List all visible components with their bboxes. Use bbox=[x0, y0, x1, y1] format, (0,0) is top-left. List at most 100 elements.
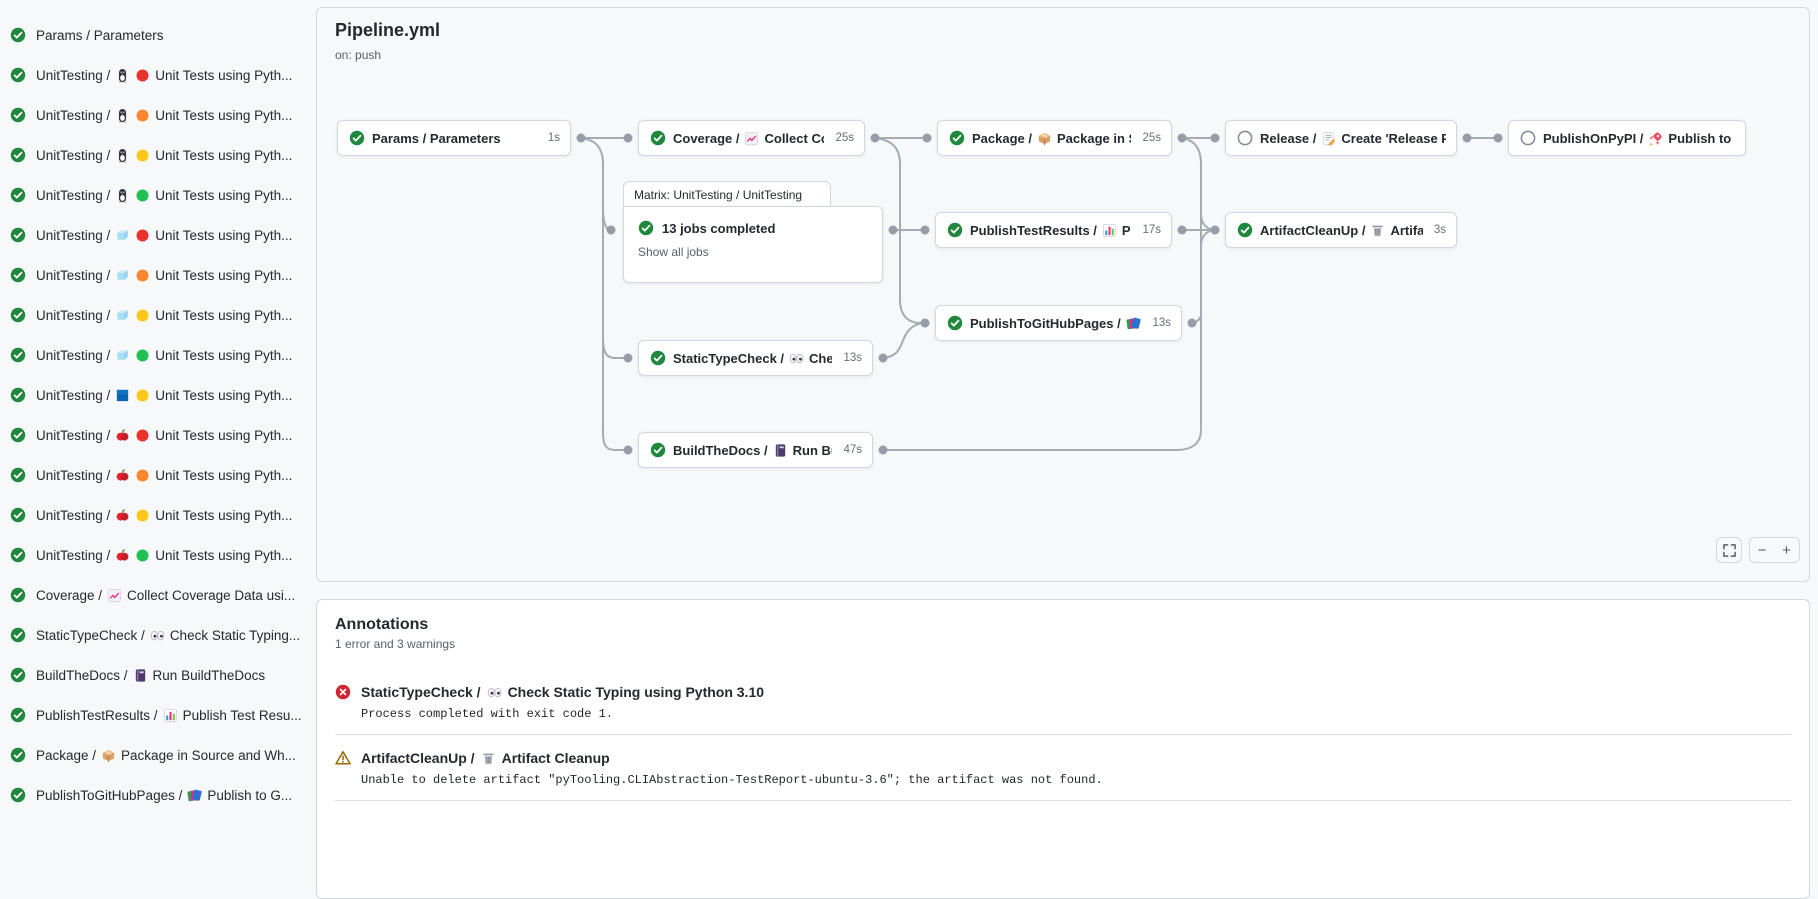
sidebar-job-item[interactable]: UnitTesting /Unit Tests using Pyth... bbox=[0, 375, 316, 415]
annotation-detail: Process completed with exit code 1. bbox=[361, 707, 1791, 721]
node-artifact-cleanup[interactable]: ArtifactCleanUp /Artifac...3s bbox=[1225, 212, 1457, 248]
sidebar-job-item[interactable]: UnitTesting /Unit Tests using Pyth... bbox=[0, 215, 316, 255]
sidebar-job-item[interactable]: Coverage /Collect Coverage Data usi... bbox=[0, 575, 316, 615]
node-duration: 25s bbox=[831, 132, 854, 144]
label-text: Collect Coverage Data usi... bbox=[127, 588, 295, 603]
node-static-type-check[interactable]: StaticTypeCheck /Chec...13s bbox=[638, 340, 873, 376]
success-icon bbox=[650, 442, 666, 458]
job-label: Package /Package in Source and Wh... bbox=[36, 748, 296, 763]
sidebar-job-item[interactable]: Package /Package in Source and Wh... bbox=[0, 735, 316, 775]
node-package[interactable]: Package /Package in So...25s bbox=[937, 120, 1172, 156]
job-label: UnitTesting /Unit Tests using Pyth... bbox=[36, 308, 292, 323]
label-text: Unit Tests using Pyth... bbox=[155, 388, 292, 403]
sidebar-job-item[interactable]: UnitTesting /Unit Tests using Pyth... bbox=[0, 415, 316, 455]
books-icon bbox=[187, 788, 202, 803]
sidebar-job-item[interactable]: UnitTesting /Unit Tests using Pyth... bbox=[0, 55, 316, 95]
label-text: PublishOnPyPI / bbox=[1543, 131, 1643, 146]
node-build-the-docs[interactable]: BuildTheDocs /Run Buil... 47s bbox=[638, 432, 873, 468]
matrix-group-node[interactable]: 13 jobs completed Show all jobs bbox=[623, 206, 883, 283]
label-text: Unit Tests using Pyth... bbox=[155, 308, 292, 323]
node-coverage[interactable]: Coverage /Collect Cove... 25s bbox=[638, 120, 865, 156]
node-release[interactable]: Release /Create 'Release P... bbox=[1225, 120, 1457, 156]
bar-chart-icon bbox=[1102, 223, 1117, 238]
label-text: Params / Parameters bbox=[36, 28, 164, 43]
sidebar-job-item[interactable]: BuildTheDocs /Run BuildTheDocs bbox=[0, 655, 316, 695]
chart-increasing-icon bbox=[107, 588, 122, 603]
label-text: Artifac... bbox=[1390, 223, 1422, 238]
graph-edges bbox=[317, 8, 1809, 581]
penguin-icon bbox=[115, 148, 130, 163]
sidebar-job-item[interactable]: UnitTesting /Unit Tests using Pyth... bbox=[0, 495, 316, 535]
label-text: Package in Source and Wh... bbox=[121, 748, 296, 763]
node-duration: 1s bbox=[544, 132, 560, 144]
node-params[interactable]: Params / Parameters 1s bbox=[337, 120, 571, 156]
sidebar-job-item[interactable]: UnitTesting /Unit Tests using Pyth... bbox=[0, 135, 316, 175]
job-label: UnitTesting /Unit Tests using Pyth... bbox=[36, 548, 292, 563]
label-text: UnitTesting / bbox=[36, 268, 110, 283]
bar-chart-icon bbox=[163, 708, 178, 723]
node-duration: 17s bbox=[1138, 224, 1161, 236]
sidebar-job-item[interactable]: PublishTestResults /Publish Test Resu... bbox=[0, 695, 316, 735]
label-text: Unit Tests using Pyth... bbox=[155, 468, 292, 483]
label-text: UnitTesting / bbox=[36, 228, 110, 243]
job-label: UnitTesting /Unit Tests using Pyth... bbox=[36, 508, 292, 523]
matrix-status-text: 13 jobs completed bbox=[662, 221, 775, 236]
matrix-tab: Matrix: UnitTesting / UnitTesting bbox=[623, 181, 831, 207]
label-text: UnitTesting / bbox=[36, 508, 110, 523]
label-text: Package / bbox=[972, 131, 1032, 146]
annotation-job-label: ArtifactCleanUp /Artifact Cleanup bbox=[361, 750, 610, 766]
node-publish-to-github-pages[interactable]: PublishToGitHubPages /...13s bbox=[935, 305, 1182, 341]
eyes-icon bbox=[487, 685, 502, 700]
sidebar-job-item[interactable]: UnitTesting /Unit Tests using Pyth... bbox=[0, 255, 316, 295]
zoom-out-button[interactable]: − bbox=[1749, 537, 1775, 563]
label-text: UnitTesting / bbox=[36, 188, 110, 203]
node-publish-test-results[interactable]: PublishTestResults /Pu...17s bbox=[935, 212, 1172, 248]
sidebar-job-item[interactable]: UnitTesting /Unit Tests using Pyth... bbox=[0, 335, 316, 375]
pending-icon bbox=[1520, 130, 1536, 146]
zoom-in-button[interactable]: + bbox=[1774, 537, 1800, 563]
label-text: Create 'Release P... bbox=[1341, 131, 1446, 146]
dot-red-icon bbox=[135, 68, 150, 83]
fullscreen-button[interactable] bbox=[1716, 537, 1742, 563]
label-text: Unit Tests using Pyth... bbox=[155, 428, 292, 443]
dot-green-icon bbox=[135, 548, 150, 563]
success-icon bbox=[10, 507, 26, 523]
annotations-summary: 1 error and 3 warnings bbox=[335, 637, 1791, 651]
node-duration: 47s bbox=[839, 444, 862, 456]
warning-icon bbox=[335, 750, 351, 766]
success-icon bbox=[10, 147, 26, 163]
eyes-icon bbox=[789, 351, 804, 366]
annotation-title[interactable]: StaticTypeCheck /Check Static Typing usi… bbox=[335, 682, 1791, 702]
sidebar-job-item[interactable]: UnitTesting /Unit Tests using Pyth... bbox=[0, 535, 316, 575]
sidebar-job-item[interactable]: UnitTesting /Unit Tests using Pyth... bbox=[0, 95, 316, 135]
penguin-icon bbox=[115, 188, 130, 203]
sidebar-job-item[interactable]: StaticTypeCheck /Check Static Typing... bbox=[0, 615, 316, 655]
label-text: ArtifactCleanUp / bbox=[1260, 223, 1365, 238]
sidebar-job-item[interactable]: UnitTesting /Unit Tests using Pyth... bbox=[0, 295, 316, 335]
job-label: BuildTheDocs /Run BuildTheDocs bbox=[36, 668, 265, 683]
sidebar-job-item[interactable]: UnitTesting /Unit Tests using Pyth... bbox=[0, 455, 316, 495]
memo-icon bbox=[1321, 131, 1336, 146]
success-icon bbox=[10, 787, 26, 803]
wastebasket-icon bbox=[481, 751, 496, 766]
label-text: Run Buil... bbox=[793, 443, 833, 458]
fullscreen-icon bbox=[1722, 543, 1737, 558]
sidebar-job-item[interactable]: Params / Parameters bbox=[0, 15, 316, 55]
node-publish-on-pypi[interactable]: PublishOnPyPI / Publish to ... bbox=[1508, 120, 1746, 156]
label-text: Params / Parameters bbox=[372, 131, 501, 146]
job-label: UnitTesting /Unit Tests using Pyth... bbox=[36, 388, 292, 403]
node-duration: 13s bbox=[839, 352, 862, 364]
dot-orange-icon bbox=[135, 468, 150, 483]
success-icon bbox=[10, 227, 26, 243]
label-text: PublishTestResults / bbox=[36, 708, 158, 723]
node-label: BuildTheDocs /Run Buil... bbox=[673, 443, 832, 458]
label-text: Publish to ... bbox=[1668, 131, 1735, 146]
job-label: UnitTesting /Unit Tests using Pyth... bbox=[36, 268, 292, 283]
sidebar-job-item[interactable]: PublishToGitHubPages /Publish to G... bbox=[0, 775, 316, 815]
show-all-jobs-link[interactable]: Show all jobs bbox=[624, 240, 882, 264]
node-label: Coverage /Collect Cove... bbox=[673, 131, 824, 146]
sidebar-job-item[interactable]: UnitTesting /Unit Tests using Pyth... bbox=[0, 175, 316, 215]
annotation-title[interactable]: ArtifactCleanUp /Artifact Cleanup bbox=[335, 748, 1791, 768]
dot-yellow-icon bbox=[135, 148, 150, 163]
label-text: Chec... bbox=[809, 351, 832, 366]
